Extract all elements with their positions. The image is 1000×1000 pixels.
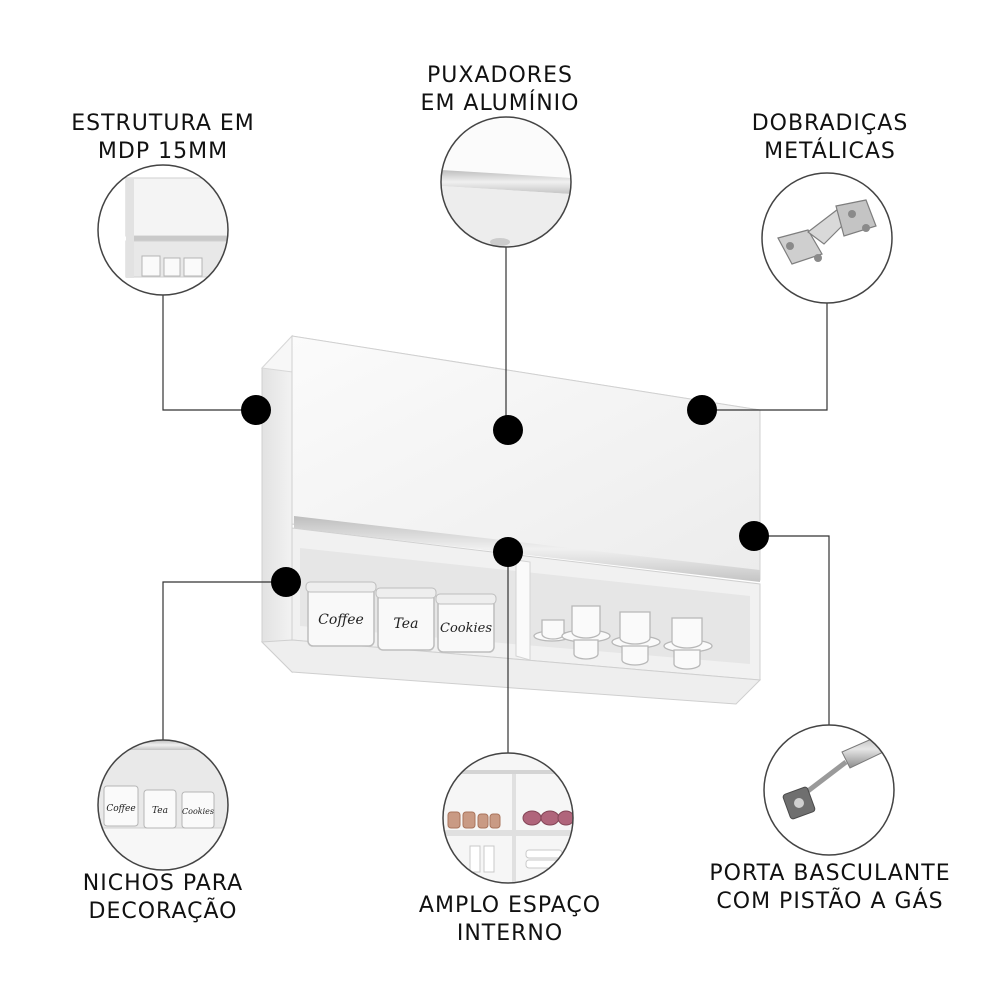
canister-tea-label: Tea (394, 616, 419, 632)
cabinet: Coffee Tea Cookies (260, 334, 762, 705)
label-puxadores: PUXADORES EM ALUMÍNIO (421, 62, 580, 118)
label-estrutura: ESTRUTURA EM MDP 15MM (71, 110, 255, 166)
cup (619, 611, 651, 645)
cabinet-divider (515, 559, 531, 661)
canister-coffee-label: Coffee (318, 612, 364, 628)
zoom-canister-coffee-label: Coffee (106, 804, 135, 814)
zoom-circle-amplo (442, 752, 574, 884)
cups-set (533, 605, 713, 670)
connector-dobradicas (702, 303, 828, 411)
canister-coffee: Coffee (305, 581, 377, 647)
zoom-nichos: Coffee Tea Cookies (97, 739, 229, 871)
dot-nichos (271, 567, 301, 597)
label-amplo-line-2: INTERNO (456, 921, 564, 946)
label-nichos: NICHOS PARA DECORAÇÃO (83, 870, 243, 926)
label-nichos-line-1: NICHOS PARA (82, 871, 244, 896)
zoom-canister-cookies-label: Cookies (182, 807, 214, 816)
connector-nichos (162, 581, 286, 740)
cup (573, 639, 599, 660)
label-amplo: AMPLO ESPAÇO INTERNO (419, 892, 601, 948)
aluminum-handle (294, 516, 760, 582)
canister-tea-lid (375, 587, 437, 599)
label-dobradicas: DOBRADIÇAS METÁLICAS (752, 110, 909, 166)
connector-estrutura (162, 295, 256, 411)
zoom-circle-porta (763, 724, 895, 856)
zoom-circle-nichos (97, 739, 229, 871)
dot-porta (739, 521, 769, 551)
label-dobradicas-line-1: DOBRADIÇAS (751, 111, 909, 136)
dot-amplo (493, 537, 523, 567)
zoom-puxadores (440, 116, 572, 248)
canister-cookies-label: Cookies (440, 621, 492, 636)
cup (571, 605, 601, 639)
dot-estrutura (241, 395, 271, 425)
label-puxadores-line-1: PUXADORES (427, 63, 573, 88)
zoom-estrutura (97, 164, 229, 296)
zoom-canister-tea-label: Tea (152, 806, 168, 816)
zoom-circle-dobradicas (761, 172, 893, 304)
cabinet-side-panel (261, 334, 293, 674)
cup (621, 645, 649, 666)
canister-cookies: Cookies (435, 593, 497, 653)
zoom-amplo (442, 752, 574, 884)
connector-porta (754, 535, 830, 725)
cup (541, 619, 565, 640)
zoom-porta (763, 724, 895, 856)
label-nichos-line-2: DECORAÇÃO (88, 899, 238, 924)
cabinet-bottom-edge (260, 639, 762, 705)
label-dobradicas-line-2: METÁLICAS (764, 139, 896, 164)
canister-tea: Tea (375, 587, 437, 651)
canister-cookies-lid (435, 593, 497, 605)
zoom-dobradicas (761, 172, 893, 304)
cup (671, 617, 703, 649)
label-porta-line-1: PORTA BASCULANTE (709, 861, 951, 886)
canister-set: Coffee Tea Cookies (305, 581, 497, 653)
cup (673, 649, 701, 670)
label-porta-line-2: COM PISTÃO A GÁS (716, 889, 944, 914)
connector-lines (162, 247, 830, 753)
dot-puxadores (493, 415, 523, 445)
label-amplo-line-1: AMPLO ESPAÇO (418, 893, 602, 918)
label-estrutura-line-1: ESTRUTURA EM (71, 111, 255, 136)
label-porta: PORTA BASCULANTE COM PISTÃO A GÁS (709, 860, 950, 916)
zoom-circle-estrutura (97, 164, 229, 296)
callout-dots (241, 395, 769, 597)
dot-dobradicas (687, 395, 717, 425)
label-puxadores-line-2: EM ALUMÍNIO (420, 91, 580, 116)
label-estrutura-line-2: MDP 15MM (97, 139, 229, 164)
canister-coffee-lid (305, 581, 377, 593)
zoom-circle-puxadores (440, 116, 572, 248)
